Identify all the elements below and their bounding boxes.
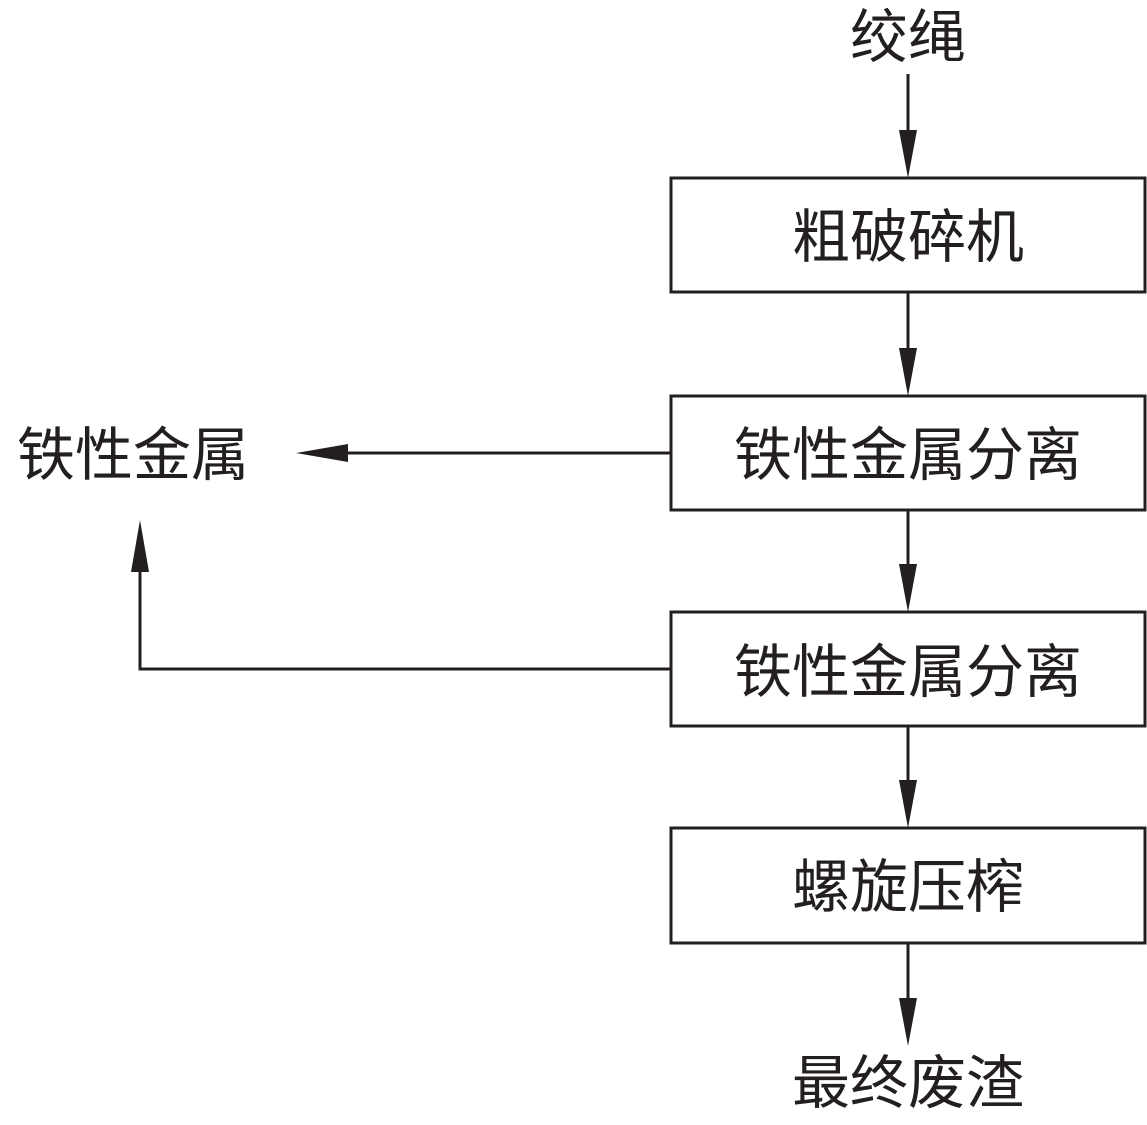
arrow-screw-press-to-final-residue xyxy=(899,943,917,1046)
crusher-label: 粗破碎机 xyxy=(792,203,1024,271)
arrow-separator-2-to-screw-press xyxy=(899,726,917,828)
arrow-input-to-crusher xyxy=(899,74,917,178)
screw-press-label: 螺旋压榨 xyxy=(792,853,1024,921)
separator-2-label: 铁性金属分离 xyxy=(734,638,1082,706)
arrow-separator-1-to-ferrous-metal xyxy=(296,444,671,462)
separator-1-label: 铁性金属分离 xyxy=(734,421,1082,489)
ferrous-metal-label: 铁性金属 xyxy=(17,421,249,489)
screw-press-box: 螺旋压榨 xyxy=(669,826,1147,945)
crusher-box: 粗破碎机 xyxy=(669,176,1147,294)
input-label: 绞绳 xyxy=(850,3,966,71)
separator-1-box: 铁性金属分离 xyxy=(669,394,1147,512)
separator-2-box: 铁性金属分离 xyxy=(669,610,1147,728)
final-residue-label: 最终废渣 xyxy=(792,1049,1024,1117)
arrow-separator-1-to-separator-2 xyxy=(899,510,917,612)
arrow-crusher-to-separator-1 xyxy=(899,292,917,396)
arrow-separator-2-to-ferrous-metal xyxy=(131,520,671,671)
